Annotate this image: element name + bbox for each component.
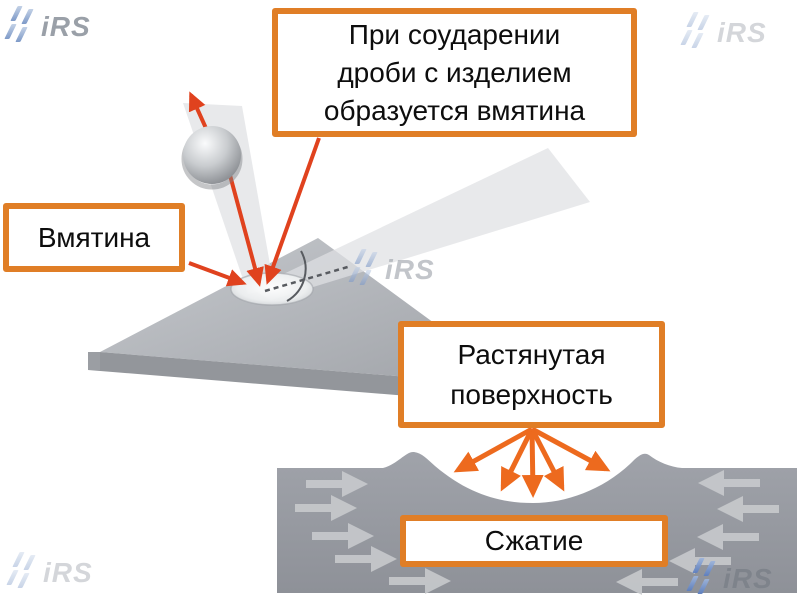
callout-dent: Вмятина <box>3 203 185 272</box>
callout-impact-line-3: образуется вмятина <box>323 94 586 126</box>
callout-dent-label: Вмятина <box>37 221 151 253</box>
impact-plate-top <box>100 238 475 380</box>
tension-fan-arrow-5 <box>530 426 611 472</box>
callout-stretched-surface: Растянутая поверхность <box>398 321 665 428</box>
tension-fan <box>453 426 611 498</box>
shot-ball <box>183 126 241 184</box>
tension-fan-arrow-1 <box>453 426 534 473</box>
dent-pointer-arrow <box>188 261 247 287</box>
tension-fan-arrow-3 <box>521 428 544 498</box>
callout-impact-line-2: дроби с изделием <box>337 56 572 88</box>
callout-compression: Сжатие <box>400 515 668 567</box>
callout-pointer-arrow <box>264 137 321 285</box>
callout-stretched-line-2: поверхность <box>450 378 613 410</box>
impact-arrow <box>225 163 264 287</box>
rebound-angle-arc <box>286 250 307 302</box>
tension-fan-arrow-2 <box>500 427 535 492</box>
callout-impact-line-1: При соударении <box>348 18 561 50</box>
callout-compression-label: Сжатие <box>484 525 584 556</box>
callout-stretched-line-1: Растянутая <box>457 338 606 370</box>
callout-impact-explanation: При соударении дроби с изделием образует… <box>272 8 637 137</box>
impact-plate-front <box>88 352 445 399</box>
tension-fan-arrow-4 <box>529 427 565 492</box>
impact-plate-left-edge <box>88 352 100 370</box>
shot-trajectory-v-right <box>252 148 590 300</box>
surface-dashed-line <box>264 264 352 293</box>
